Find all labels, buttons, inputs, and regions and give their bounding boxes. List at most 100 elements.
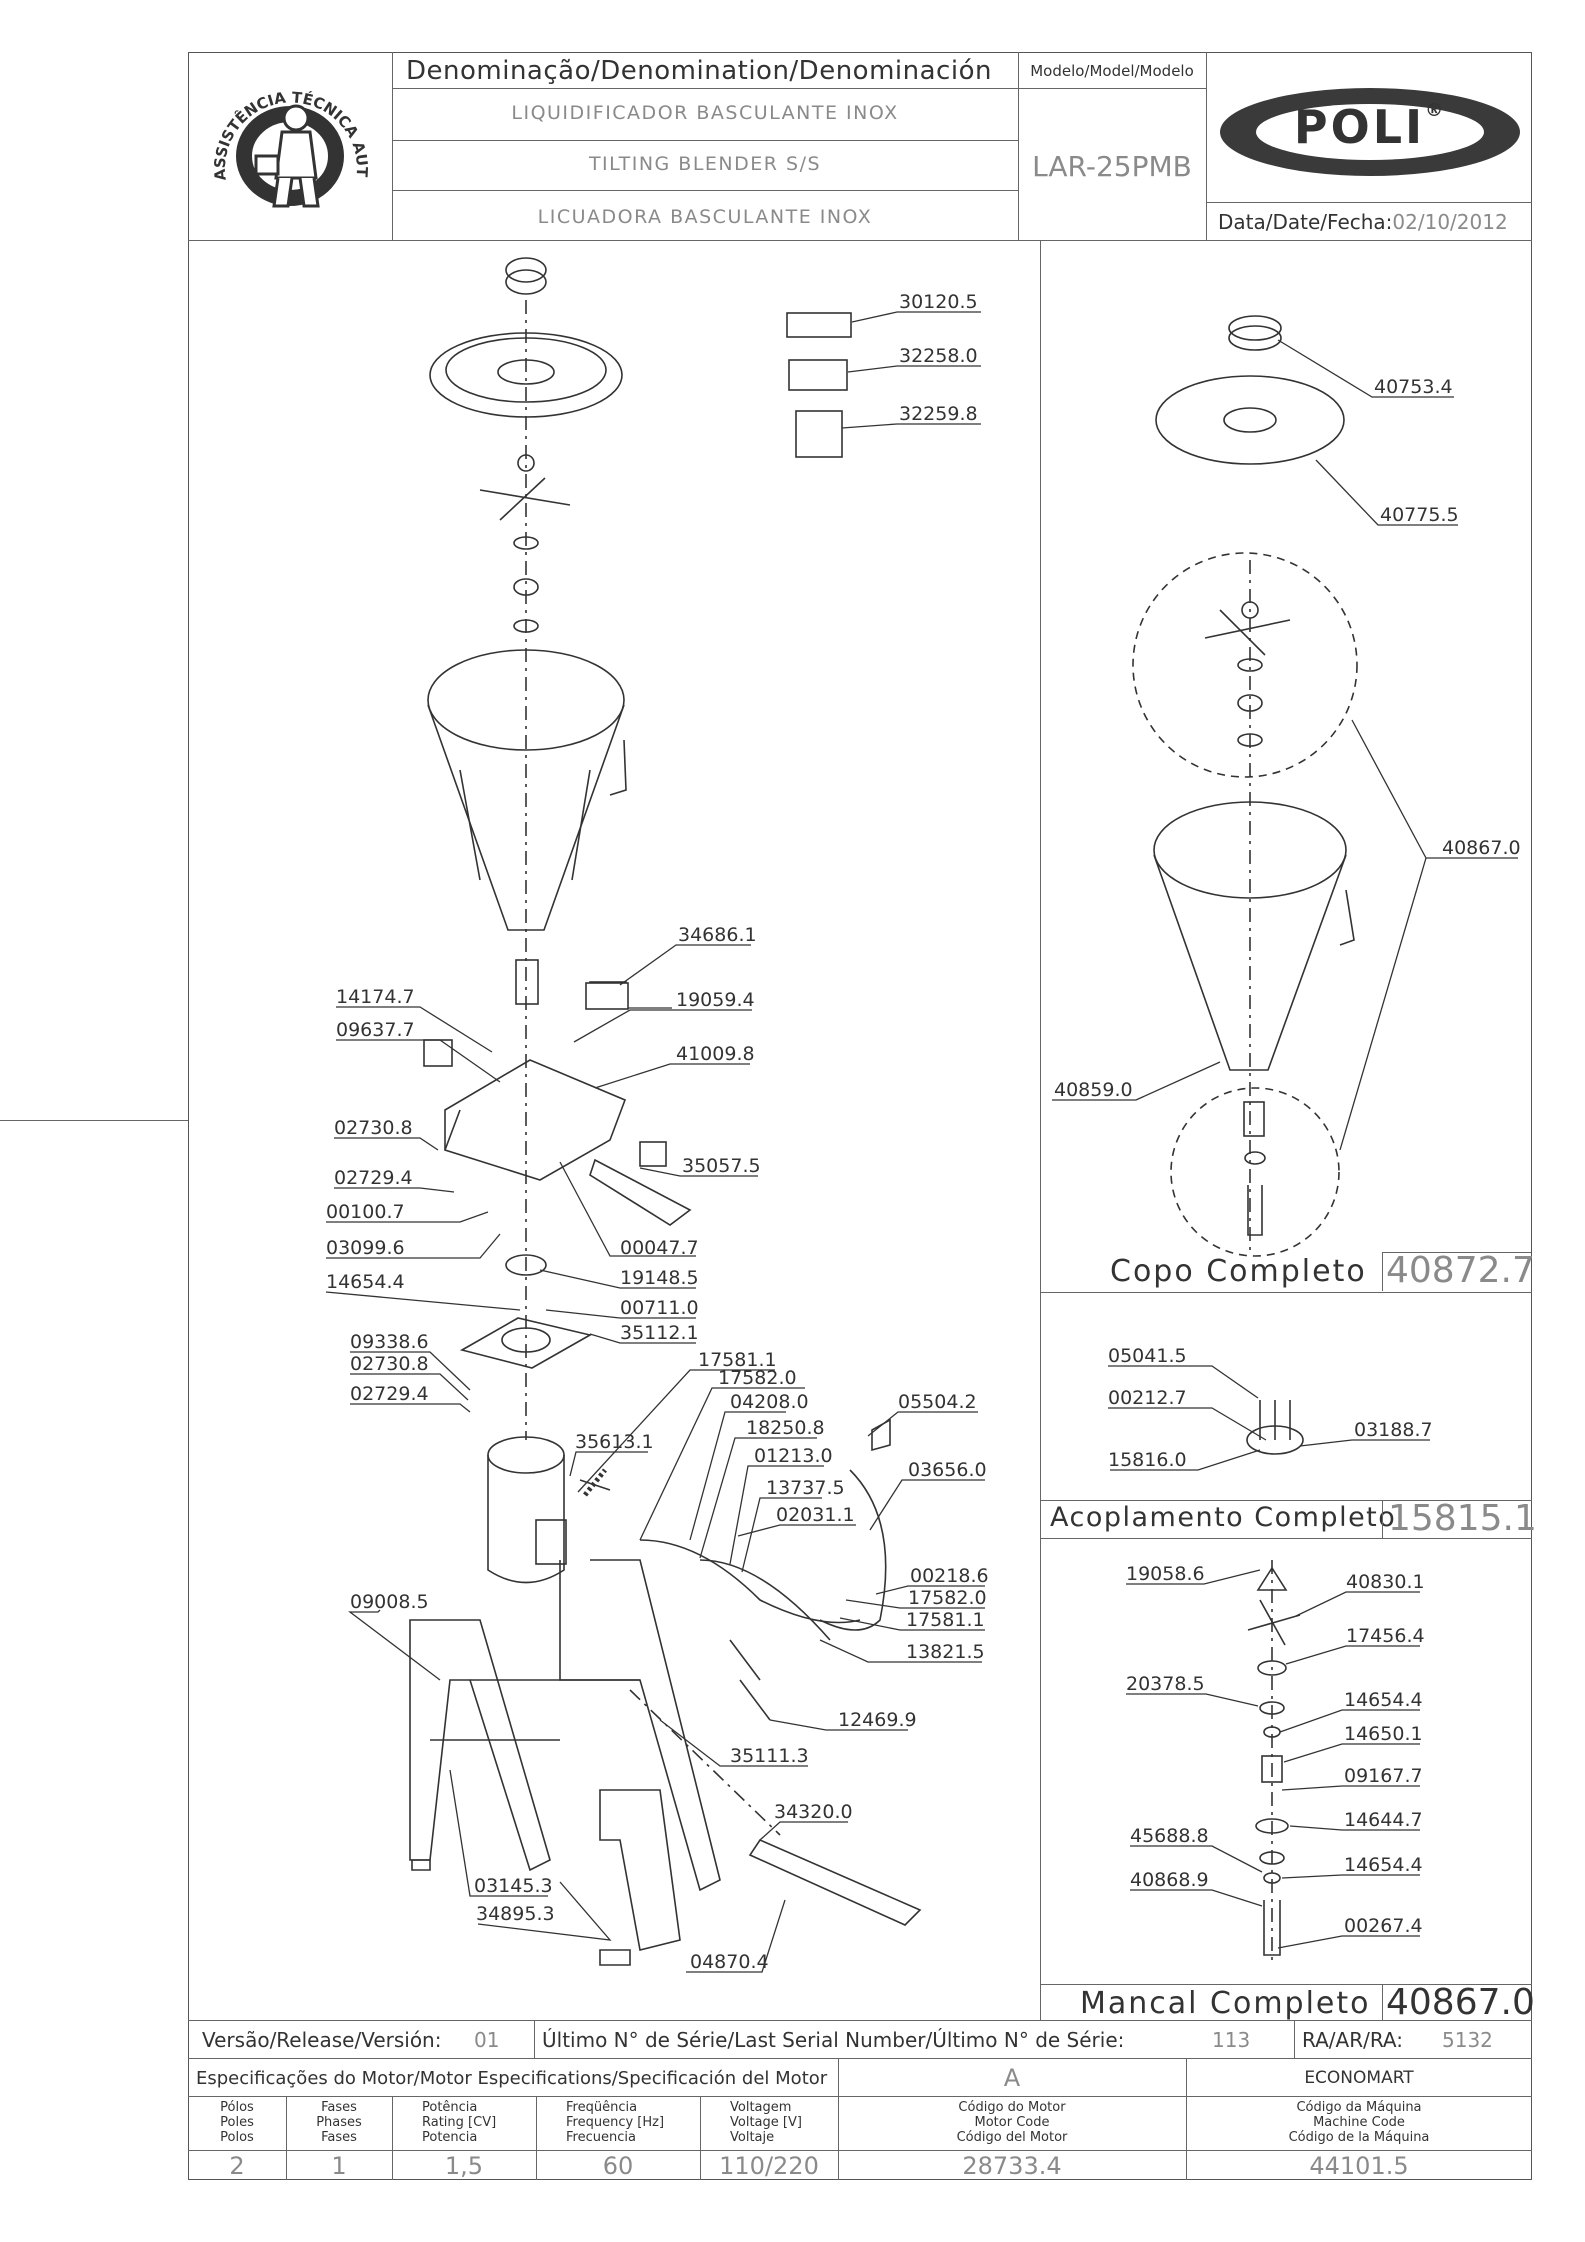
part-label: 45688.8: [1130, 1825, 1209, 1847]
part-label: 09008.5: [350, 1591, 429, 1613]
copo-title: Copo Completo: [1110, 1254, 1367, 1289]
brand-name: POLI®: [1293, 100, 1447, 154]
panel-divider: [1040, 240, 1041, 2020]
part-label: 05504.2: [898, 1391, 977, 1413]
part-label: 00212.7: [1108, 1387, 1187, 1409]
part-label: 01213.0: [754, 1445, 833, 1467]
part-label: 00711.0: [620, 1297, 699, 1319]
mancal-code: 40867.0: [1386, 1982, 1535, 2023]
name-es: LICUADORA BASCULANTE INOX: [537, 206, 873, 228]
client-name: ECONOMART: [1304, 2068, 1414, 2088]
part-label: 30120.5: [899, 291, 978, 313]
part-label: 14644.7: [1344, 1809, 1423, 1831]
part-label: 03656.0: [908, 1459, 987, 1481]
part-label: 02031.1: [776, 1504, 855, 1526]
spec-value-rating: 1,5: [444, 2152, 484, 2180]
part-label: 02729.4: [334, 1167, 413, 1189]
part-label: 14174.7: [336, 986, 415, 1008]
part-label: 14650.1: [1344, 1723, 1423, 1745]
part-label: 35613.1: [575, 1431, 654, 1453]
header-bottom-rule: [188, 240, 1532, 241]
part-label: 17582.0: [908, 1587, 987, 1609]
name-pt: LIQUIDIFICADOR BASCULANTE INOX: [511, 102, 899, 124]
part-label: 13821.5: [906, 1641, 985, 1663]
model-heading: Modelo/Model/Modelo: [1030, 62, 1194, 80]
part-label: 03188.7: [1354, 1419, 1433, 1441]
part-label: 40867.0: [1442, 837, 1521, 859]
part-label: 40753.4: [1374, 376, 1453, 398]
acoplamento-part-labels: 05041.5 00212.7 03188.7 15816.0: [1108, 1345, 1433, 1471]
part-label: 12469.9: [838, 1709, 917, 1731]
part-label: 40868.9: [1130, 1869, 1209, 1891]
part-label: 14654.4: [1344, 1689, 1423, 1711]
model-value: LAR-25PMB: [1032, 150, 1192, 183]
part-label: 09338.6: [350, 1331, 429, 1353]
part-label: 18250.8: [746, 1417, 825, 1439]
spec-value-motor-code: 28733.4: [962, 2152, 1062, 2180]
part-label: 17581.1: [698, 1349, 777, 1371]
acoplamento-code: 15815.1: [1388, 1498, 1537, 1539]
part-label: 09637.7: [336, 1019, 415, 1041]
mancal-part-labels: 19058.6 40830.1 17456.4 20378.5 14654.4 …: [1126, 1563, 1425, 1937]
copo-code: 40872.7: [1386, 1250, 1535, 1291]
part-label: 19058.6: [1126, 1563, 1205, 1585]
part-label: 17581.1: [906, 1609, 985, 1631]
part-label: 34686.1: [678, 924, 757, 946]
part-label: 41009.8: [676, 1043, 755, 1065]
part-label: 35057.5: [682, 1155, 761, 1177]
spec-value-machine-code: 44101.5: [1309, 2152, 1409, 2180]
part-label: 00100.7: [326, 1201, 405, 1223]
part-label: 17582.0: [718, 1367, 797, 1389]
main-part-labels: 30120.5 32258.0 32259.8 34686.1 14174.7 …: [326, 291, 989, 1973]
spec-value-phases: 1: [331, 2152, 347, 2180]
part-label: 19059.4: [676, 989, 755, 1011]
part-label: 14654.4: [1344, 1854, 1423, 1876]
part-label: 03099.6: [326, 1237, 405, 1259]
part-label: 02729.4: [350, 1383, 429, 1405]
serial-value: 113: [1212, 2028, 1251, 2052]
part-label: 03145.3: [474, 1875, 553, 1897]
spec-value-poles: 2: [229, 2152, 245, 2180]
spec-value-voltage: 110/220: [719, 2152, 819, 2180]
ra-label: RA/AR/RA:: [1302, 2028, 1403, 2052]
part-label: 35112.1: [620, 1322, 699, 1344]
part-label: 00047.7: [620, 1237, 699, 1259]
part-label: 32258.0: [899, 345, 978, 367]
part-label: 19148.5: [620, 1267, 699, 1289]
part-label: 40830.1: [1346, 1571, 1425, 1593]
spec-value-frequency: 60: [602, 2152, 634, 2180]
part-label: 09167.7: [1344, 1765, 1423, 1787]
serial-label: Último N° de Série/Last Serial Number/Úl…: [542, 2028, 1125, 2052]
part-label: 02730.8: [334, 1117, 413, 1139]
drawing-frame: [188, 52, 1532, 2180]
part-label: 35111.3: [730, 1745, 809, 1767]
technical-assistance-seal: ASSISTÊNCIA TÉCNICA AUTORIZADA: [196, 60, 371, 208]
part-label: 34320.0: [774, 1801, 853, 1823]
poli-logo: [1220, 88, 1520, 176]
part-label: 05041.5: [1108, 1345, 1187, 1367]
part-label: 14654.4: [326, 1271, 405, 1293]
acoplamento-title: Acoplamento Completo: [1050, 1502, 1397, 1533]
part-label: 04870.4: [690, 1951, 769, 1973]
version-value: 01: [474, 2028, 500, 2052]
part-label: 04208.0: [730, 1391, 809, 1413]
denomination-heading: Denominação/Denomination/Denominación: [406, 56, 992, 86]
ra-value: 5132: [1442, 2028, 1493, 2052]
motor-spec-value: A: [1003, 2064, 1021, 2092]
part-label: 02730.8: [350, 1353, 429, 1375]
part-label: 40859.0: [1054, 1079, 1133, 1101]
part-label: 15816.0: [1108, 1449, 1187, 1471]
date-field: Data/Date/Fecha:02/10/2012: [1218, 210, 1508, 234]
part-label: 40775.5: [1380, 504, 1459, 526]
part-label: 32259.8: [899, 403, 978, 425]
part-label: 00267.4: [1344, 1915, 1423, 1937]
name-en: TILTING BLENDER S/S: [588, 153, 822, 175]
motor-spec-label: Especificações do Motor/Motor Especifica…: [196, 2068, 828, 2089]
mancal-title: Mancal Completo: [1080, 1986, 1371, 2021]
